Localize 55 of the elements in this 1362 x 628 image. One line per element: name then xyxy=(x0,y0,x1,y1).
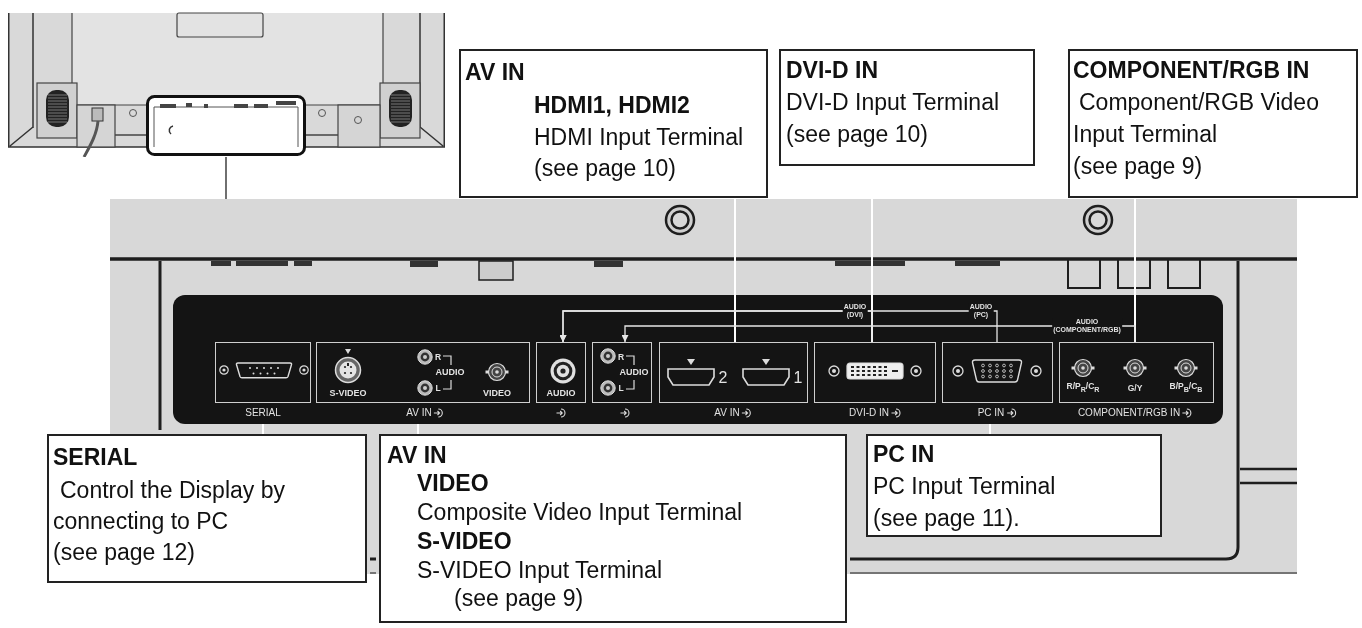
callout-text: Component/RGB Video Input Terminal xyxy=(1073,88,1320,149)
terminal-name: HDMI1, HDMI2 xyxy=(534,91,690,119)
connector-label: B/P$_{B}$/C$_{B}$ xyxy=(1169,382,1203,394)
port-label: AV IN xyxy=(406,408,432,418)
callout-text: HDMI Input Terminal xyxy=(534,123,744,151)
callout-box xyxy=(459,49,768,198)
port-label: SERIAL xyxy=(245,408,281,418)
terminal-name: S-VIDEO xyxy=(417,527,512,555)
callout-box xyxy=(1068,49,1358,198)
connector-label: L xyxy=(435,383,441,393)
connector-label: R/P$_{R}$/C$_{R}$ xyxy=(1066,382,1100,394)
callout-heading: PC IN xyxy=(873,440,935,468)
callout-text: DVI-D Input Terminal xyxy=(786,88,1000,116)
terminal-name: VIDEO xyxy=(417,469,489,497)
callout-text: Control the Display by connecting to PC xyxy=(53,475,286,536)
leader-line xyxy=(262,423,264,435)
callout-text: S-VIDEO Input Terminal xyxy=(417,556,662,584)
leader-line xyxy=(989,423,991,435)
connector-label: VIDEO xyxy=(483,388,511,398)
connector-label: G/Y xyxy=(1127,383,1143,393)
leader-line xyxy=(734,197,736,343)
leader-line xyxy=(417,423,419,435)
page-reference: (see page 12) xyxy=(53,538,195,566)
connector-label: R xyxy=(617,352,625,362)
callout-heading: AV IN xyxy=(387,441,447,469)
callout-heading: COMPONENT/RGB IN xyxy=(1073,56,1310,84)
page-reference: (see page 10) xyxy=(786,120,928,148)
port-label: PC IN xyxy=(977,408,1005,418)
connector-label: R xyxy=(434,352,442,362)
connector-label: S-VIDEO xyxy=(329,388,367,398)
page-reference: (see page 10) xyxy=(534,154,676,182)
callout-box xyxy=(779,49,1035,166)
callout-heading: DVI-D IN xyxy=(786,56,878,84)
connector-label: AUDIO xyxy=(546,388,576,398)
callout-text: PC Input Terminal xyxy=(873,472,1056,500)
port-label: COMPONENT/RGB IN xyxy=(1077,408,1181,418)
callout-text: Composite Video Input Terminal xyxy=(417,498,743,526)
page-reference: (see page 9) xyxy=(1073,152,1203,180)
port-label: DVI-D IN xyxy=(849,408,889,418)
page-reference: (see page 11). xyxy=(873,504,1020,532)
rear-terminal-panel-illustration xyxy=(110,199,1297,434)
page-reference: (see page 9) xyxy=(454,584,584,612)
signal-arrow xyxy=(559,310,998,343)
connector-label: AUDIO xyxy=(619,367,649,377)
callout-heading: AV IN xyxy=(465,58,525,86)
callout-box xyxy=(379,434,847,623)
callout-heading: SERIAL xyxy=(53,443,138,471)
callout-box xyxy=(47,434,367,583)
zoom-leader-line xyxy=(225,156,227,200)
connector-label: AUDIO xyxy=(435,367,465,377)
callout-box xyxy=(866,434,1162,537)
connector-label: L xyxy=(618,383,624,393)
port-number: 2 xyxy=(718,370,728,386)
port-number: 1 xyxy=(793,370,803,386)
port-label: AV IN xyxy=(714,408,740,418)
